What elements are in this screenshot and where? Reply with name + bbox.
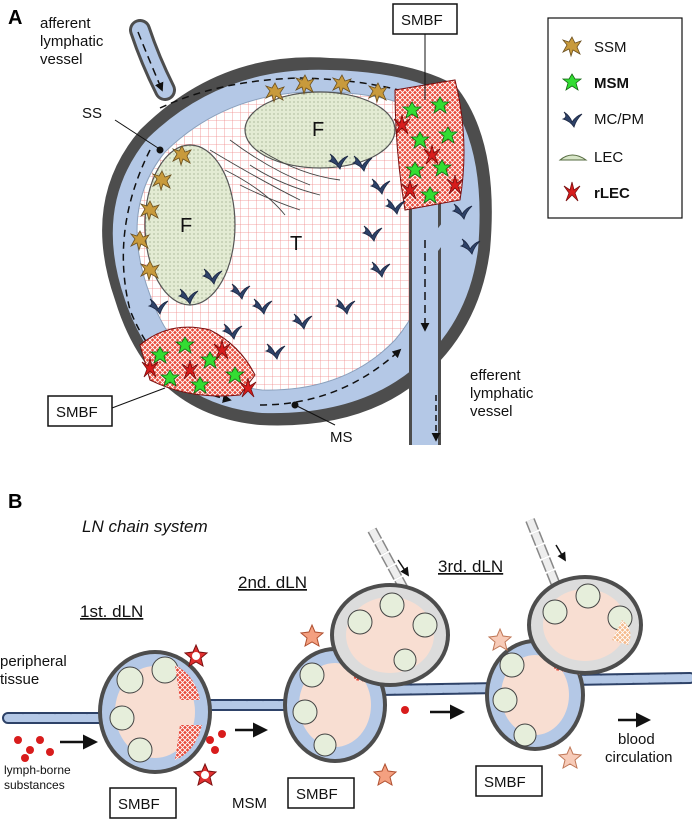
follicle-label-top: F <box>312 119 324 141</box>
smbf-leader-bottom <box>111 387 166 409</box>
node-2nd <box>283 583 450 763</box>
peripheral-label-1: peripheral <box>0 653 67 670</box>
afferent-label-1: afferent <box>40 15 91 32</box>
efferent-branch <box>424 195 476 255</box>
blood-label-2: circulation <box>605 749 673 766</box>
smbf-label-bottom: SMBF <box>56 404 98 421</box>
lymph-label-1: lymph-borne <box>4 763 71 777</box>
afferent-flow-arrow <box>137 31 164 92</box>
sinus-flow-left <box>122 149 232 403</box>
afferent-label-3: vessel <box>40 51 83 68</box>
second-dln-label: 2nd. dLN <box>238 573 307 592</box>
legend-rlec-label: rLEC <box>594 185 630 202</box>
legend: SSM MSM MC/PM LEC rLEC <box>547 17 683 219</box>
follicle-label-left: F <box>180 215 192 237</box>
first-dln-label: 1st. dLN <box>80 602 143 621</box>
panel-a: A F F T <box>8 3 683 446</box>
legend-ssm-label: SSM <box>594 39 627 56</box>
msm-b-cells <box>184 624 582 786</box>
ss-label: SS <box>82 105 102 122</box>
peripheral-label-2: tissue <box>0 671 39 688</box>
blood-label-1: blood <box>618 731 655 748</box>
panel-b: B LN chain system <box>0 491 692 819</box>
panel-b-letter: B <box>8 491 22 513</box>
smbf-box-bottom <box>47 395 113 427</box>
afferent-label-2: lymphatic <box>40 33 104 50</box>
follicle-top <box>244 91 396 169</box>
ss-point <box>156 146 164 154</box>
smbf-label-1: SMBF <box>118 796 160 813</box>
lymph-particles <box>14 706 409 762</box>
lec-icon <box>558 154 588 161</box>
smbf-box-2 <box>287 777 355 809</box>
ms-leader <box>294 404 336 426</box>
chain-vessel <box>4 674 692 722</box>
smbf-box-1 <box>109 787 177 819</box>
sinus-flow-bottom <box>259 348 402 406</box>
afferent-3rd-arrow <box>555 544 566 562</box>
smbf-label-2: SMBF <box>296 786 338 803</box>
msm-b-label: MSM <box>232 795 267 812</box>
efferent-label-3: vessel <box>470 403 513 420</box>
conduit-lines <box>209 139 341 216</box>
smbf-label-top: SMBF <box>401 12 443 29</box>
third-dln-label: 3rd. dLN <box>438 557 503 576</box>
panel-a-letter: A <box>8 7 22 29</box>
smbf-box-top <box>392 3 458 35</box>
ss-leader <box>114 119 159 149</box>
lymph-label-2: substances <box>4 778 65 792</box>
legend-msm-label: MSM <box>594 75 629 92</box>
smbf-box-3 <box>475 765 543 797</box>
ms-label: MS <box>330 429 353 446</box>
efferent-label-2: lymphatic <box>470 385 534 402</box>
node-3rd <box>485 575 643 751</box>
node-1st <box>98 650 212 774</box>
chain-title: LN chain system <box>82 517 208 536</box>
t-zone-label: T <box>290 233 302 255</box>
sinus-flow-top <box>159 77 432 109</box>
afferent-2nd-arrow <box>397 559 409 577</box>
legend-lec-label: LEC <box>594 149 623 166</box>
efferent-label-1: efferent <box>470 367 521 384</box>
legend-mc-pm-label: MC/PM <box>594 111 644 128</box>
smbf-label-3: SMBF <box>484 774 526 791</box>
